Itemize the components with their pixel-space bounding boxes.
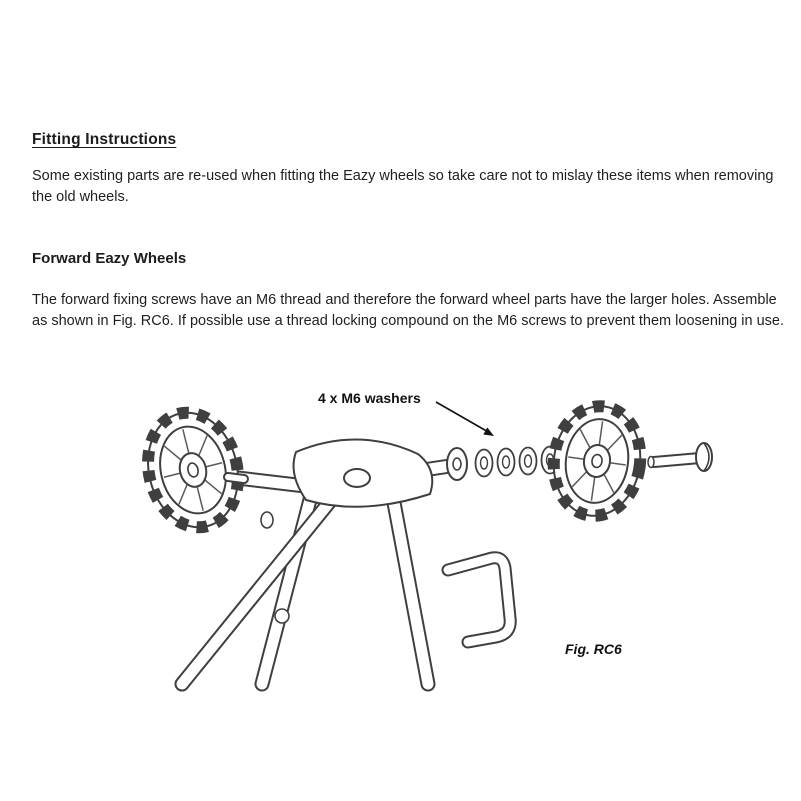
- axle-disc: [446, 447, 468, 481]
- washer: [496, 447, 516, 477]
- figure-annotation-label: 4 x M6 washers: [318, 390, 421, 406]
- left-wheel-axle-stub: [223, 472, 249, 484]
- right-wheel: [547, 400, 647, 522]
- m6-screw: [647, 442, 713, 472]
- page-title: Fitting Instructions: [32, 131, 177, 148]
- right-wheel-spokes: [568, 421, 626, 501]
- figure-caption: Fig. RC6: [565, 641, 622, 657]
- left-wheel: [142, 406, 244, 534]
- washer: [518, 446, 538, 476]
- frame-hub: [292, 438, 434, 508]
- figure-illustration: [142, 400, 713, 692]
- label-arrow: [435, 401, 494, 436]
- intro-paragraph: Some existing parts are re-used when fit…: [32, 168, 774, 205]
- section-paragraph: The forward fixing screws have an M6 thr…: [32, 292, 784, 329]
- frame-fittings: [260, 511, 290, 624]
- figure-rc6: 4 x M6 washers Fig. RC6: [0, 378, 801, 718]
- left-wheel-spokes: [163, 429, 223, 511]
- washer: [474, 448, 494, 478]
- washers: [474, 445, 560, 478]
- section-heading: Forward Eazy Wheels: [32, 250, 187, 267]
